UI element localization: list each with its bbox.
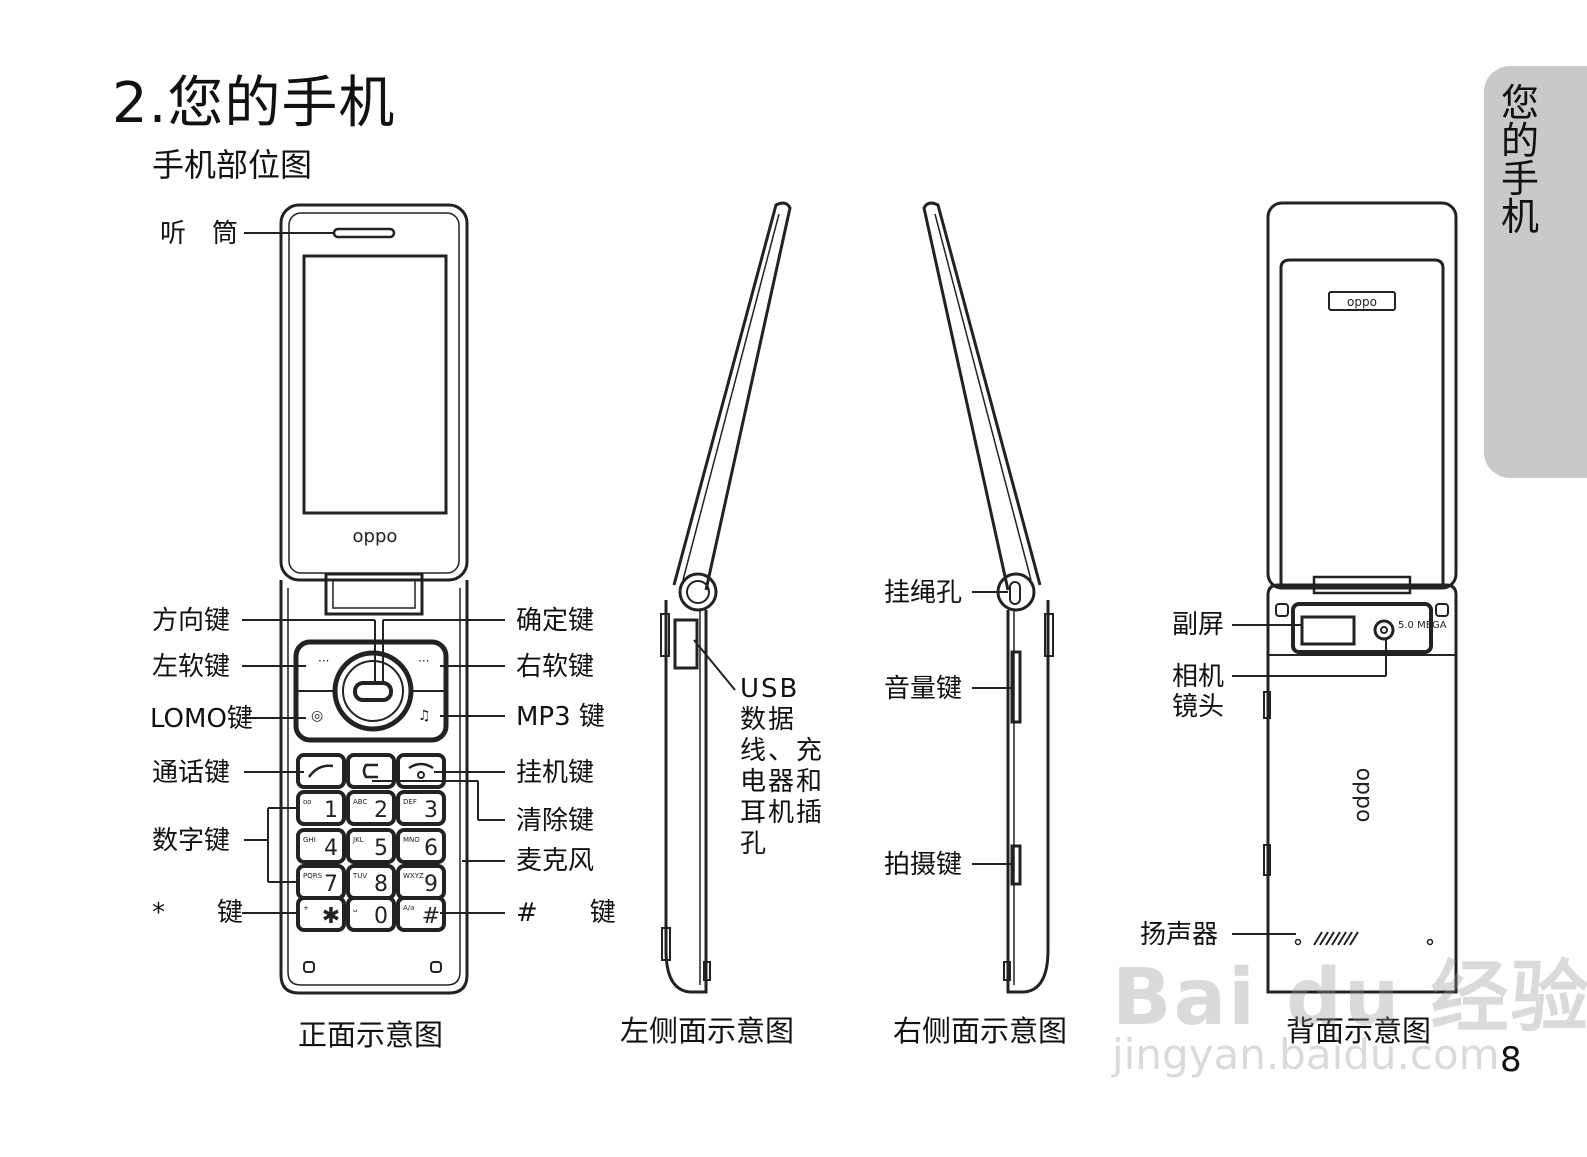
- key-letters-label: TUV: [352, 872, 367, 880]
- sub-screen: [1300, 615, 1356, 646]
- label-camera-lens: 相机镜头: [1172, 662, 1225, 722]
- back-upper-logo: oppo: [1347, 295, 1377, 309]
- key-letters-label: WXYZ: [403, 872, 424, 880]
- key-digit-label: 8: [374, 872, 388, 897]
- key-digit-label: 7: [324, 872, 338, 897]
- main-screen: [302, 254, 448, 515]
- caption-right: 右侧面示意图: [893, 1014, 1068, 1048]
- label-volume-key: 音量键: [884, 674, 963, 704]
- key-0: [346, 896, 396, 932]
- page-number: 8: [1500, 1040, 1522, 1080]
- section-subtitle: 手机部位图: [152, 146, 313, 184]
- label-direction-key: 方向键: [152, 606, 231, 636]
- key-5: [346, 828, 396, 864]
- label-number-keys: 数字键: [152, 826, 231, 856]
- svg-text:◎: ◎: [311, 708, 323, 724]
- label-call-key: 通话键: [152, 758, 231, 788]
- svg-text:···: ···: [418, 654, 429, 668]
- caption-left: 左侧面示意图: [620, 1014, 795, 1048]
- back-view-drawing: oppo 5.0 MEGA oppo: [1263, 201, 1458, 994]
- key-letters-label: +: [303, 904, 309, 912]
- clear-button: [346, 753, 396, 789]
- label-clear-key: 清除键: [516, 806, 595, 836]
- back-logo: oppo: [1351, 768, 1376, 823]
- leader-lines: [242, 232, 1387, 935]
- svg-text:♫: ♫: [418, 708, 431, 724]
- key-letters-label: MNO: [403, 836, 420, 844]
- label-star-key: * 键: [152, 898, 244, 928]
- label-earpiece: 听 筒: [160, 219, 239, 249]
- label-camera-key: 拍摄键: [884, 850, 963, 880]
- label-speaker: 扬声器: [1140, 920, 1219, 950]
- speaker-grille-icon: [1313, 931, 1359, 946]
- front-logo: oppo: [353, 526, 398, 547]
- watermark-url: jingyan.baidu.com: [1112, 1030, 1500, 1079]
- key-letters-label: A/a: [403, 904, 414, 912]
- volume-key: [1010, 650, 1022, 724]
- label-lomo-key: LOMO键: [150, 704, 253, 734]
- label-end-key: 挂机键: [516, 758, 595, 788]
- ok-button: [353, 681, 393, 702]
- side-tab: [1484, 66, 1587, 478]
- key-3: [396, 790, 446, 826]
- watermark-logo: Bai du 经验: [1112, 953, 1587, 1043]
- earpiece-icon: [332, 227, 396, 239]
- key-letters-label: PQRS: [303, 872, 323, 880]
- svg-text:···: ···: [318, 654, 329, 668]
- label-right-soft-key: 右软键: [516, 652, 595, 682]
- key-digit-label: 0: [374, 904, 388, 929]
- front-view-drawing: oppo ··· ··· ◎ ♫: [279, 203, 469, 995]
- svg-text:5.0 MEGA: 5.0 MEGA: [1398, 620, 1447, 631]
- key-digit-label: 2: [374, 798, 388, 823]
- key-letters-label: ABC: [353, 798, 367, 806]
- label-ok-key: 确定键: [516, 606, 595, 636]
- caption-back: 背面示意图: [1286, 1014, 1432, 1048]
- usb-port: [673, 618, 699, 670]
- key-digit-label: 9: [424, 872, 438, 897]
- key-digit-label: 5: [374, 836, 388, 861]
- side-tab-label: 您的手机: [1500, 81, 1539, 239]
- key-digit-label: ✱: [322, 904, 340, 929]
- label-microphone: 麦克风: [516, 846, 595, 876]
- label-usb-port: USB数据线、充电器和耳机插孔: [740, 674, 825, 859]
- key-letters-label: DEF: [403, 798, 417, 806]
- camera-lens: [1373, 619, 1395, 641]
- right-side-drawing: [922, 201, 1054, 994]
- label-left-soft-key: 左软键: [152, 652, 231, 682]
- key-digit-label: 4: [324, 836, 338, 861]
- label-mp3-key: MP3 键: [516, 702, 605, 732]
- label-sub-screen: 副屏: [1172, 610, 1225, 640]
- label-strap-hole: 挂绳孔: [884, 578, 963, 608]
- label-hash-key: # 键: [516, 898, 616, 928]
- key-letters-label: oo: [303, 798, 312, 806]
- left-side-drawing: [660, 201, 792, 994]
- key-letters-label: JKL: [352, 836, 364, 844]
- key-2: [346, 790, 396, 826]
- key-4: [296, 828, 346, 864]
- key-digit-label: 3: [424, 798, 438, 823]
- caption-front: 正面示意图: [298, 1018, 444, 1052]
- key-digit-label: 6: [424, 836, 438, 861]
- key-6: [396, 828, 446, 864]
- key-digit-label: #: [422, 904, 440, 929]
- camera-key: [1010, 844, 1022, 886]
- navigation-ring: [332, 650, 414, 732]
- key-digit-label: 1: [324, 798, 338, 823]
- page-title: 2.您的手机: [112, 71, 396, 136]
- key-letters-label: GHI: [303, 836, 316, 844]
- call-button: [296, 753, 346, 789]
- key-letters-label: ␣: [353, 904, 357, 912]
